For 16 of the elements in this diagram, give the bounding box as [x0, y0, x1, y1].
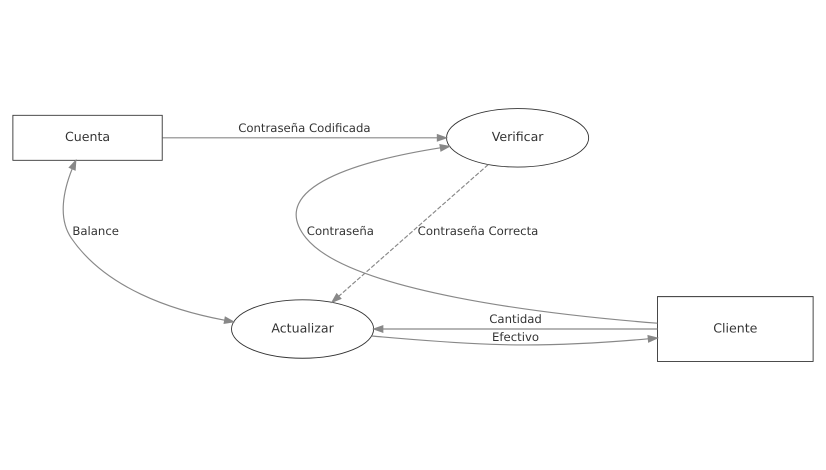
arrow	[330, 164, 489, 304]
arrow	[62, 158, 236, 324]
arrow	[372, 325, 658, 333]
edge-label: Cantidad	[489, 312, 542, 326]
edge-label: Efectivo	[492, 330, 540, 344]
node-box: Cliente	[657, 296, 814, 362]
arrow	[296, 144, 658, 324]
edge-label: Contraseña Correcta	[418, 224, 538, 238]
node-ellipse: Verificar	[446, 108, 590, 168]
edge-label: Contraseña Codificada	[238, 120, 371, 135]
arrow	[162, 134, 448, 142]
node-ellipse: Actualizar	[231, 299, 374, 359]
edge-label: Balance	[72, 224, 119, 238]
arrow	[372, 334, 660, 346]
node-box: Cuenta	[12, 114, 163, 161]
edge-label: Contraseña	[306, 224, 374, 238]
